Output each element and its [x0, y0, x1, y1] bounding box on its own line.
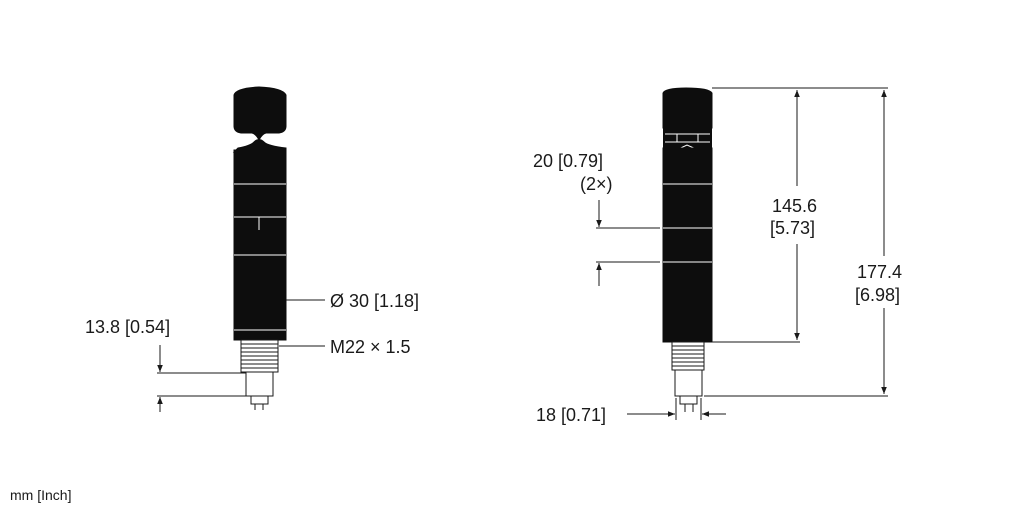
thread-spec-label: M22 × 1.5 [330, 337, 411, 357]
right-view: 20 [0.79] (2×) 145.6 [5.73] 177.4 [6.98]… [533, 87, 902, 425]
right-body [662, 147, 713, 343]
total-height-in: [6.98] [855, 285, 900, 305]
thread-length-label: 13.8 [0.54] [85, 317, 170, 337]
inner-height-mm: 145.6 [772, 196, 817, 216]
left-top-cap [233, 86, 287, 142]
connector-width-label: 18 [0.71] [536, 405, 606, 425]
inner-height-in: [5.73] [770, 218, 815, 238]
right-top-cap [662, 87, 713, 129]
spacing-label: 20 [0.79] [533, 151, 603, 171]
left-neck [232, 139, 287, 153]
right-thread [671, 341, 705, 371]
units-note: mm [Inch] [10, 487, 71, 503]
diameter-label: Ø 30 [1.18] [330, 291, 419, 311]
left-body [233, 149, 287, 341]
spacing-count-label: (2×) [580, 174, 613, 194]
total-height-mm: 177.4 [857, 262, 902, 282]
left-view: 13.8 [0.54] Ø 30 [1.18] M22 × 1.5 [85, 86, 419, 412]
